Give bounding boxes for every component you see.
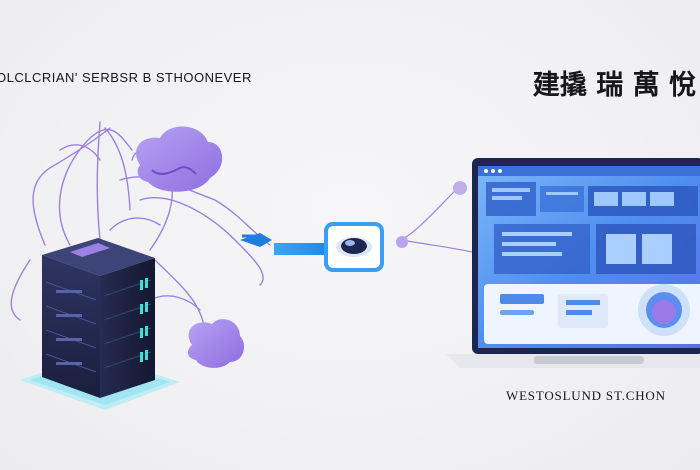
right-title: 建撬 瑞 萬 悅: [532, 70, 696, 101]
cloud-icon: [136, 126, 223, 192]
cable-node: [396, 236, 408, 248]
laptop-icon: [446, 158, 700, 368]
cloud-icon: [187, 319, 245, 368]
eye-capsule-icon: [324, 222, 384, 272]
bottom-caption: WESTOSLUND ST.CHON: [506, 388, 666, 403]
cable-to-laptop: [397, 187, 473, 253]
connector-bar: [274, 243, 330, 255]
left-caption: OLCLCRIAN' SERBSR B STHOONEVER: [0, 70, 252, 85]
cable-node: [453, 181, 467, 195]
arrow-right-icon: [240, 233, 272, 247]
server-rack-icon: [20, 238, 180, 410]
